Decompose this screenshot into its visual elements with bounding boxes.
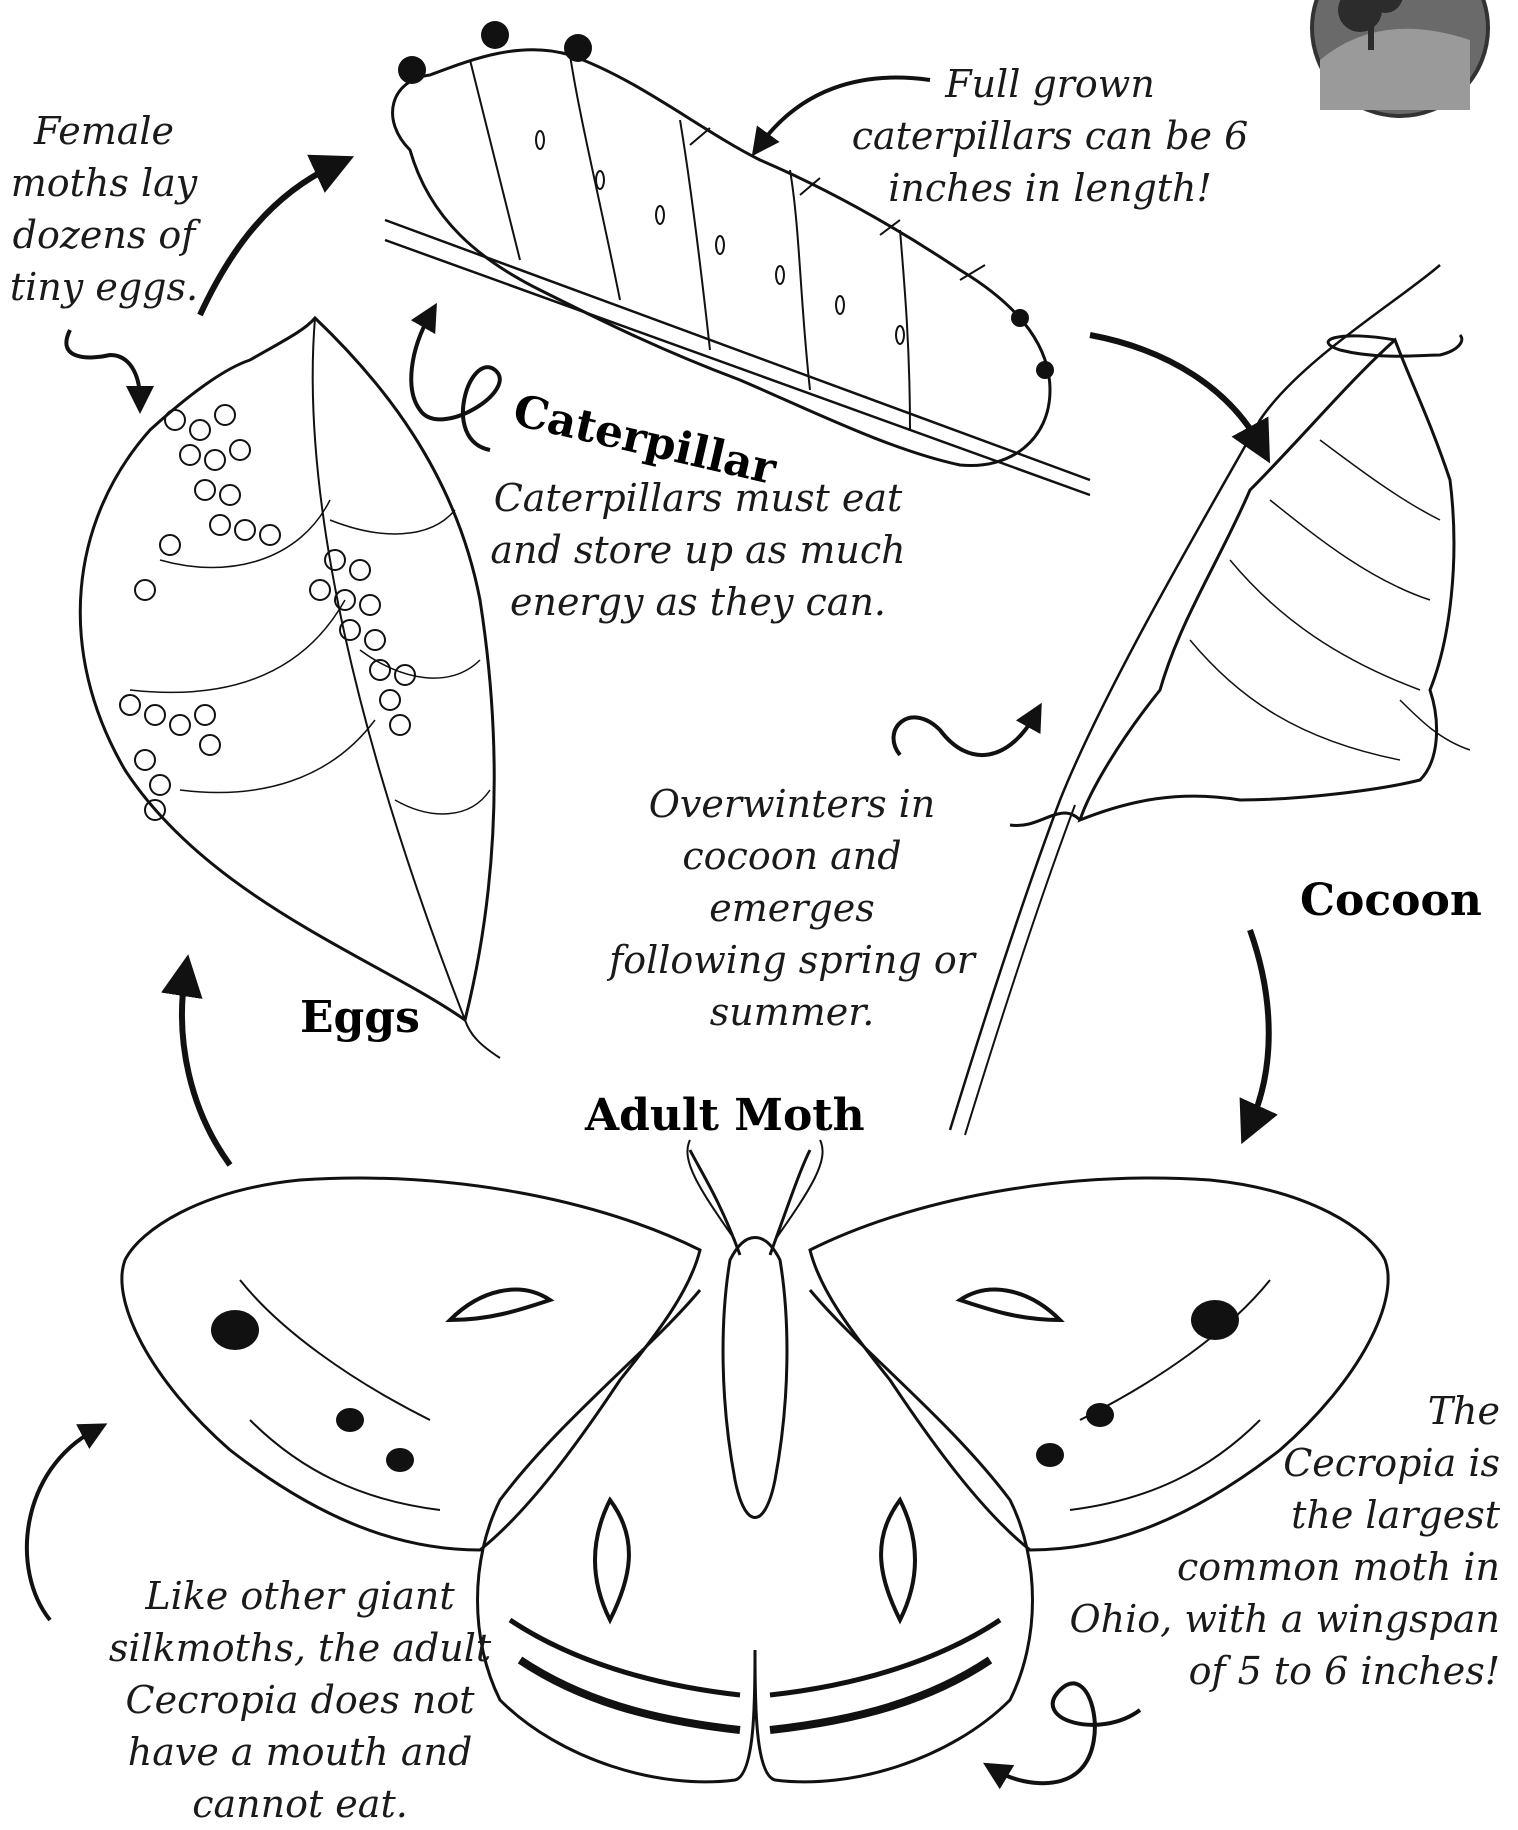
caterpillar-size-note: Full grown caterpillars can be 6 inches … <box>850 58 1250 214</box>
pointer-eggs-note <box>66 330 140 400</box>
cocoon-illustration <box>950 265 1470 1135</box>
pointer-cocoon-note <box>894 715 1035 755</box>
caterpillar-eat-note: Caterpillars must eat and store up as mu… <box>478 472 918 628</box>
pointer-size-note <box>995 1683 1140 1783</box>
cocoon-stage-label: Cocoon <box>1300 875 1482 926</box>
adult-moth-stage-label: Adult Moth <box>585 1090 865 1141</box>
eggs-stage-label: Eggs <box>300 992 420 1043</box>
arrow-moth-to-eggs <box>182 975 230 1165</box>
moth-mouth-note: Like other giant silkmoths, the adult Ce… <box>30 1570 570 1830</box>
logo-icon <box>1312 0 1488 116</box>
leaf-with-eggs-illustration <box>80 318 500 1058</box>
arrow-eggs-to-caterpillar <box>200 165 335 315</box>
arrow-cocoon-to-moth <box>1250 930 1269 1125</box>
cocoon-note: Overwinters in cocoon and emerges follow… <box>602 778 982 1038</box>
moth-size-note: The Cecropia is the largest common moth … <box>1060 1385 1500 1697</box>
arrow-caterpillar-to-cocoon <box>1090 335 1260 445</box>
pointer-caterpillar-eat <box>411 315 500 450</box>
eggs-note: Female moths lay dozens of tiny eggs. <box>4 105 204 313</box>
